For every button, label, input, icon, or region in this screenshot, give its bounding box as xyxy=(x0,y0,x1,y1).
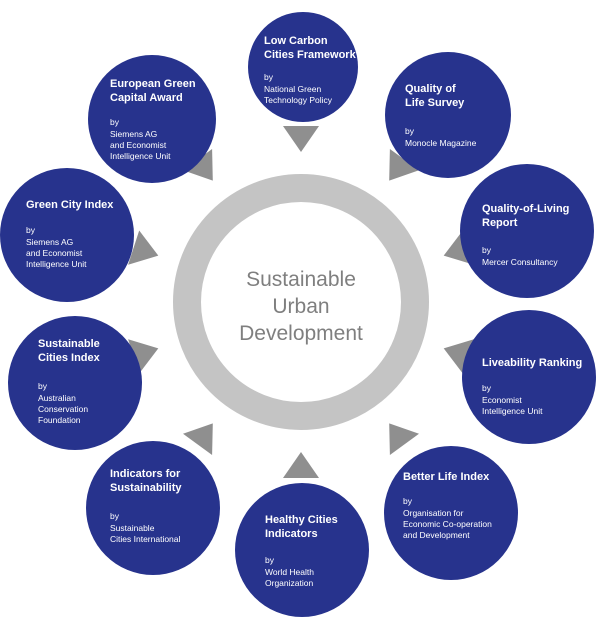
node-by: by xyxy=(405,126,414,136)
node-european-green-capital: European Green Capital Award by Siemens … xyxy=(88,55,216,183)
node-org: Siemens AG and Economist Intelligence Un… xyxy=(110,129,171,161)
arrow-4 xyxy=(443,339,474,374)
arrow-1 xyxy=(283,126,319,152)
node-title: Quality of Life Survey xyxy=(405,83,465,109)
node-by: by xyxy=(110,511,119,521)
node-org: Australian Conservation Foundation xyxy=(38,393,89,425)
arrow-8 xyxy=(128,339,159,374)
node-indicators-sustainability: Indicators for Sustainability by Sustain… xyxy=(86,441,220,575)
node-org: Economist Intelligence Unit xyxy=(482,395,543,416)
arrow-7 xyxy=(183,423,213,455)
node-liveability: Liveability Ranking by Economist Intelli… xyxy=(462,310,596,444)
node-quality-of-living: Quality-of-Living Report by Mercer Consu… xyxy=(460,164,594,298)
node-title: European Green Capital Award xyxy=(110,78,196,104)
node-healthy-cities: Healthy Cities Indicators by World Healt… xyxy=(235,483,369,617)
node-by: by xyxy=(403,496,412,506)
arrow-10 xyxy=(183,149,213,181)
node-by: by xyxy=(482,383,491,393)
center-label: Sustainable Urban Development xyxy=(239,268,363,345)
node-title: Indicators for Sustainability xyxy=(110,468,182,494)
node-by: by xyxy=(264,72,273,82)
node-org: Siemens AG and Economist Intelligence Un… xyxy=(26,237,87,269)
node-title: Better Life Index xyxy=(403,471,490,483)
node-title: Sustainable Cities Index xyxy=(38,338,100,364)
arrow-2 xyxy=(389,149,419,181)
node-by: by xyxy=(38,381,47,391)
node-title: Low Carbon Cities Framework xyxy=(264,35,356,61)
center-ring xyxy=(173,174,429,430)
node-low-carbon: Low Carbon Cities Framework by National … xyxy=(248,12,358,122)
node-org: Monocle Magazine xyxy=(405,138,477,148)
node-org: Sustainable Cities International xyxy=(110,523,181,544)
node-org: National Green Technology Policy xyxy=(264,84,333,105)
arrow-9 xyxy=(128,230,159,265)
arrow-6 xyxy=(283,452,319,478)
node-title: Liveability Ranking xyxy=(482,357,583,369)
node-title: Quality-of-Living Report xyxy=(482,203,570,229)
node-quality-of-life: Quality of Life Survey by Monocle Magazi… xyxy=(385,52,511,178)
node-by: by xyxy=(110,117,119,127)
node-org: World Health Organization xyxy=(265,567,314,588)
node-title: Healthy Cities Indicators xyxy=(265,514,338,540)
node-better-life: Better Life Index by Organisation for Ec… xyxy=(384,446,518,580)
node-org: Organisation for Economic Co-operation a… xyxy=(403,508,492,540)
node-green-city-index: Green City Index by Siemens AG and Econo… xyxy=(0,168,134,302)
node-by: by xyxy=(265,555,274,565)
node-by: by xyxy=(482,245,491,255)
node-sustainable-cities-index: Sustainable Cities Index by Australian C… xyxy=(8,316,142,450)
node-org: Mercer Consultancy xyxy=(482,257,558,267)
arrow-5 xyxy=(389,423,419,455)
node-by: by xyxy=(26,225,35,235)
node-title: Green City Index xyxy=(26,199,114,211)
